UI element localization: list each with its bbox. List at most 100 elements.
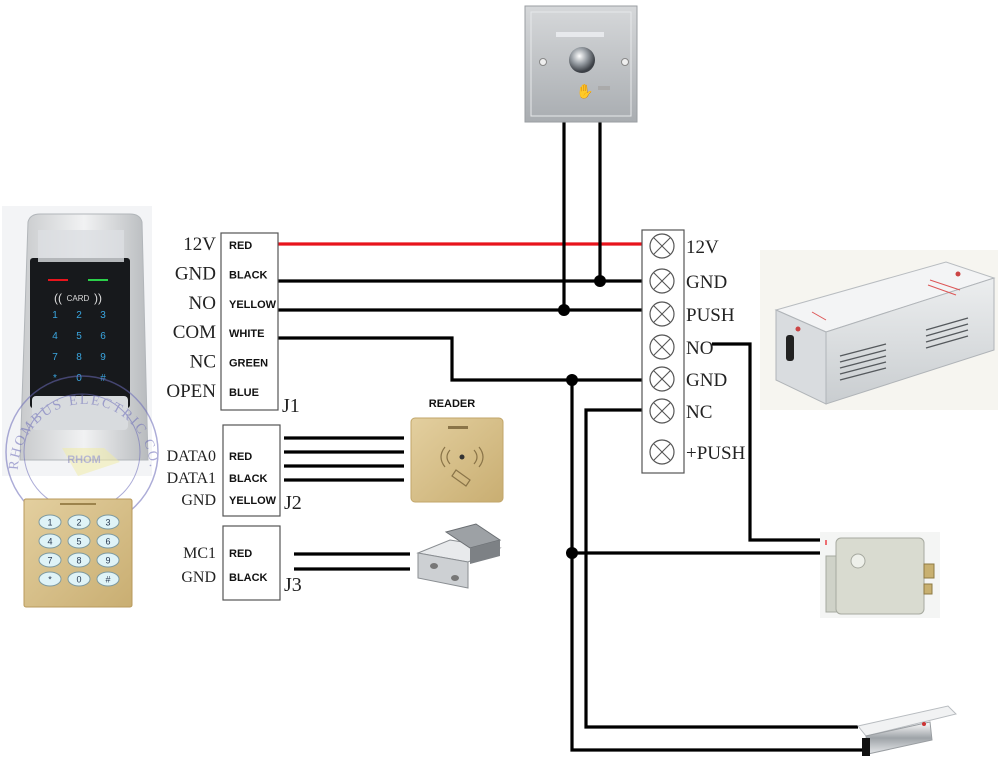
rim-lock-button (850, 553, 866, 569)
reader-key: 5 (76, 331, 82, 342)
terminal-screw-3: NO (649, 334, 713, 360)
gold-key: 7 (38, 552, 62, 568)
terminal-screw-6: +PUSH (649, 439, 746, 465)
terminal-cross (653, 370, 671, 388)
gold-key-label: 3 (105, 518, 110, 528)
wire-no-rimlock (712, 342, 830, 542)
screw-icon (539, 58, 547, 66)
psu-screw-icon (795, 326, 801, 332)
gold-key-cap (96, 514, 120, 530)
reader-key: 2 (76, 310, 82, 321)
gold-key-cap (38, 514, 62, 530)
gold-key-cap (96, 571, 120, 587)
j1-wire-color-white: WHITE (229, 328, 264, 340)
j1-box (220, 232, 279, 411)
gold-key-label: 9 (105, 556, 110, 566)
terminal-label: NO (686, 338, 713, 359)
wires (278, 122, 868, 752)
gold-key: 1 (38, 514, 62, 530)
reader-key: 9 (100, 352, 106, 363)
terminal-screw-1: GND (649, 268, 727, 294)
psu-vents (839, 317, 969, 381)
reader-slot (448, 426, 468, 429)
gold-key: 4 (38, 533, 62, 549)
gold-key-label: 2 (76, 518, 81, 528)
gold-key-label: 8 (76, 556, 81, 566)
gold-key-label: * (48, 575, 52, 585)
watermark-logo: RHOM (67, 454, 101, 466)
gold-key-label: 7 (47, 556, 52, 566)
j3-wire-color-black: BLACK (229, 572, 268, 584)
gold-key: # (96, 571, 120, 587)
j1-signal-gnd: GND (175, 263, 216, 284)
gold-key-label: 1 (47, 518, 52, 528)
exit-button-label-plate (556, 32, 604, 37)
terminal-label: GND (686, 272, 727, 293)
reader-key: * (53, 373, 57, 384)
rfid-waves-icon (440, 446, 484, 468)
card-label: CARD (67, 294, 90, 303)
screw-icon (621, 58, 629, 66)
reader-key: 3 (100, 310, 106, 321)
terminal-cross (653, 305, 671, 323)
terminal-screw-4: GND (649, 366, 727, 392)
wire-gnd-trunk (570, 380, 868, 752)
j2-signal-data0: DATA0 (167, 448, 216, 465)
gold-key: 0 (67, 571, 91, 587)
gold-keypad: 1 2 3 4 5 6 7 8 9 * 0 # (23, 498, 133, 608)
j2-wire-color-red: RED (229, 451, 252, 463)
terminal-cross (653, 338, 671, 356)
gold-key-label: 4 (47, 537, 52, 547)
gold-key-cap (67, 571, 91, 587)
magnetic-door-contact (416, 523, 502, 589)
reader-body (410, 417, 504, 503)
gold-key: 3 (96, 514, 120, 530)
reader-key: 6 (100, 331, 106, 342)
terminal-label: +PUSH (686, 443, 746, 464)
terminal-screw-0: 12V (649, 233, 719, 259)
j2-signal-gnd: GND (181, 492, 216, 509)
j1-wire-color-black: BLACK (229, 269, 268, 281)
rfid-wave-left-icon: (( (54, 291, 62, 305)
gold-keys: 1 2 3 4 5 6 7 8 9 * 0 # (38, 514, 120, 587)
terminal-label: NC (686, 402, 712, 423)
reader-led (459, 454, 465, 460)
electric-bolt-lock (857, 705, 957, 756)
gold-key-cap (96, 552, 120, 568)
junction-dot (566, 547, 578, 559)
gold-key-label: 0 (76, 575, 81, 585)
gold-key-label: 6 (105, 537, 110, 547)
reader-bottom-lip (32, 396, 128, 430)
gold-keypad-slot (60, 503, 96, 505)
j1-wire-color-yellow: YELLOW (229, 299, 277, 311)
push-button-knob (569, 47, 595, 73)
exit-push-button: ✋ (524, 5, 638, 123)
junction-dot (594, 275, 606, 287)
gold-key-label: # (105, 575, 110, 585)
screw-hole-icon (451, 575, 459, 581)
j3-wire-color-red: RED (229, 548, 252, 560)
j1-wire-color-green: GREEN (229, 358, 268, 370)
hand-icon: ✋ (576, 83, 593, 100)
gold-key: 9 (96, 552, 120, 568)
reader-label: READER (429, 398, 476, 410)
wire-com-gnd (278, 336, 642, 382)
gold-key: 5 (67, 533, 91, 549)
psu-label-text (811, 279, 961, 321)
exit-mark (598, 86, 610, 90)
j3-box (222, 525, 281, 601)
j1-signal-no: NO (189, 293, 216, 314)
terminal-screw-5: NC (649, 398, 712, 424)
electric-rim-lock (820, 532, 940, 618)
gold-key: * (38, 571, 62, 587)
gold-key-cap (38, 533, 62, 549)
card-tap-icon (451, 469, 471, 487)
bolt-lock-end (862, 738, 870, 756)
j2-signal-data1: DATA1 (167, 470, 216, 487)
reader-key: 0 (76, 373, 82, 384)
